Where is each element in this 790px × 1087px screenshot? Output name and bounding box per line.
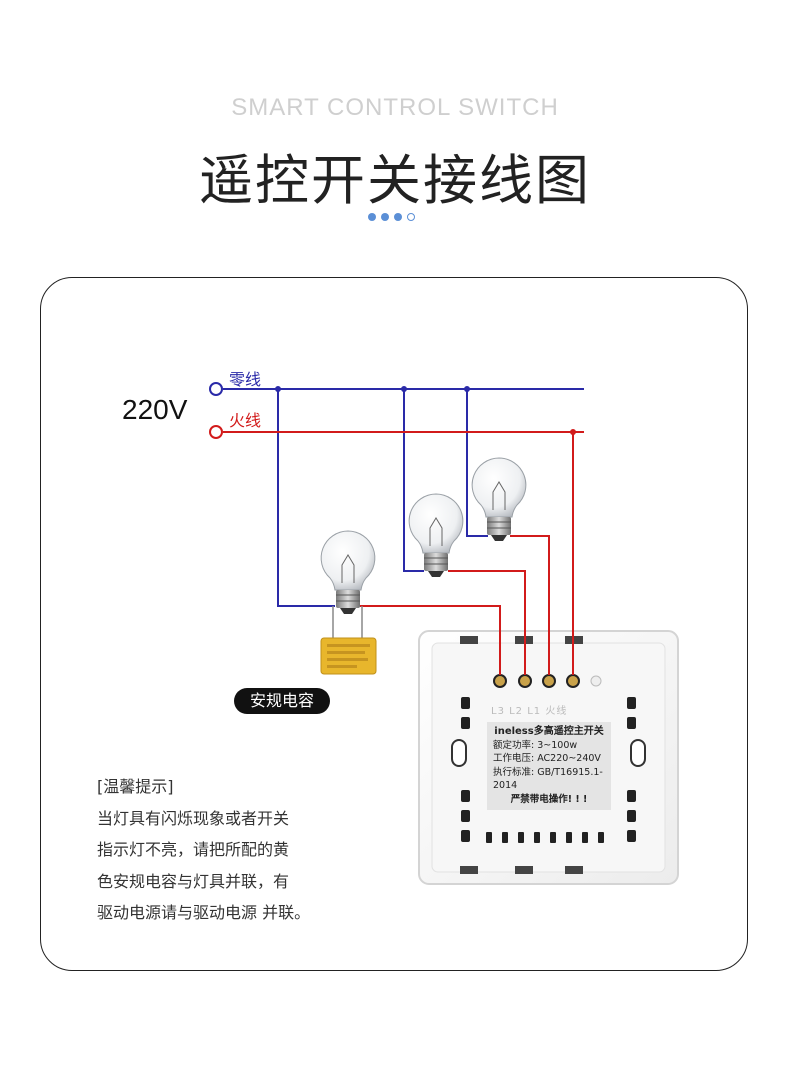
- plate-power: 额定功率: 3~100w: [493, 739, 578, 751]
- terminal-labels: L3 L2 L1 火线: [491, 706, 568, 717]
- tips-line: 指示灯不亮，请把所配的黄: [97, 840, 290, 859]
- dot-4: [407, 213, 415, 221]
- dot-1: [368, 213, 376, 221]
- diagram-card: [40, 277, 748, 971]
- dot-3: [394, 213, 402, 221]
- neutral-label: 零线: [229, 370, 262, 389]
- capacitor-icon: [320, 637, 377, 675]
- spec-label-plate: ineless多高遥控主开关 额定功率: 3~100w 工作电压: AC220~…: [487, 722, 611, 810]
- live-label: 火线: [229, 411, 262, 430]
- tips-line: 当灯具有闪烁现象或者开关: [97, 808, 290, 828]
- neutral-terminal: [209, 382, 223, 396]
- plate-title: ineless多高遥控主开关: [494, 726, 604, 737]
- page-title: 遥控开关接线图: [199, 149, 591, 212]
- voltage-label: 220V: [122, 394, 188, 425]
- tips-heading: [温馨提示]: [97, 777, 174, 796]
- live-wires: [223, 431, 584, 675]
- tips-block: [温馨提示] 当灯具有闪烁现象或者开关 指示灯不亮，请把所配的黄 色安规电容与灯…: [97, 771, 357, 929]
- plate-voltage: 工作电压: AC220~240V: [493, 753, 601, 764]
- dot-2: [381, 213, 389, 221]
- live-terminal: [209, 425, 223, 439]
- tips-line: 驱动电源请与驱动电源 并联。: [97, 903, 311, 922]
- bulb-icon: [471, 457, 527, 541]
- bulb-icon: [320, 530, 376, 614]
- plate-warning: 严禁带电操作! ! !: [510, 793, 588, 805]
- capacitor-badge: 安规电容: [234, 688, 330, 714]
- bulb-icon: [408, 493, 464, 577]
- tips-line: 色安规电容与灯具并联，有: [97, 871, 290, 891]
- pagination-dots: [368, 213, 415, 221]
- page-subtitle: SMART CONTROL SWITCH: [231, 94, 559, 121]
- neutral-wires: [223, 388, 584, 607]
- plate-standard: 执行标准: GB/T16915.1-2014: [493, 766, 603, 792]
